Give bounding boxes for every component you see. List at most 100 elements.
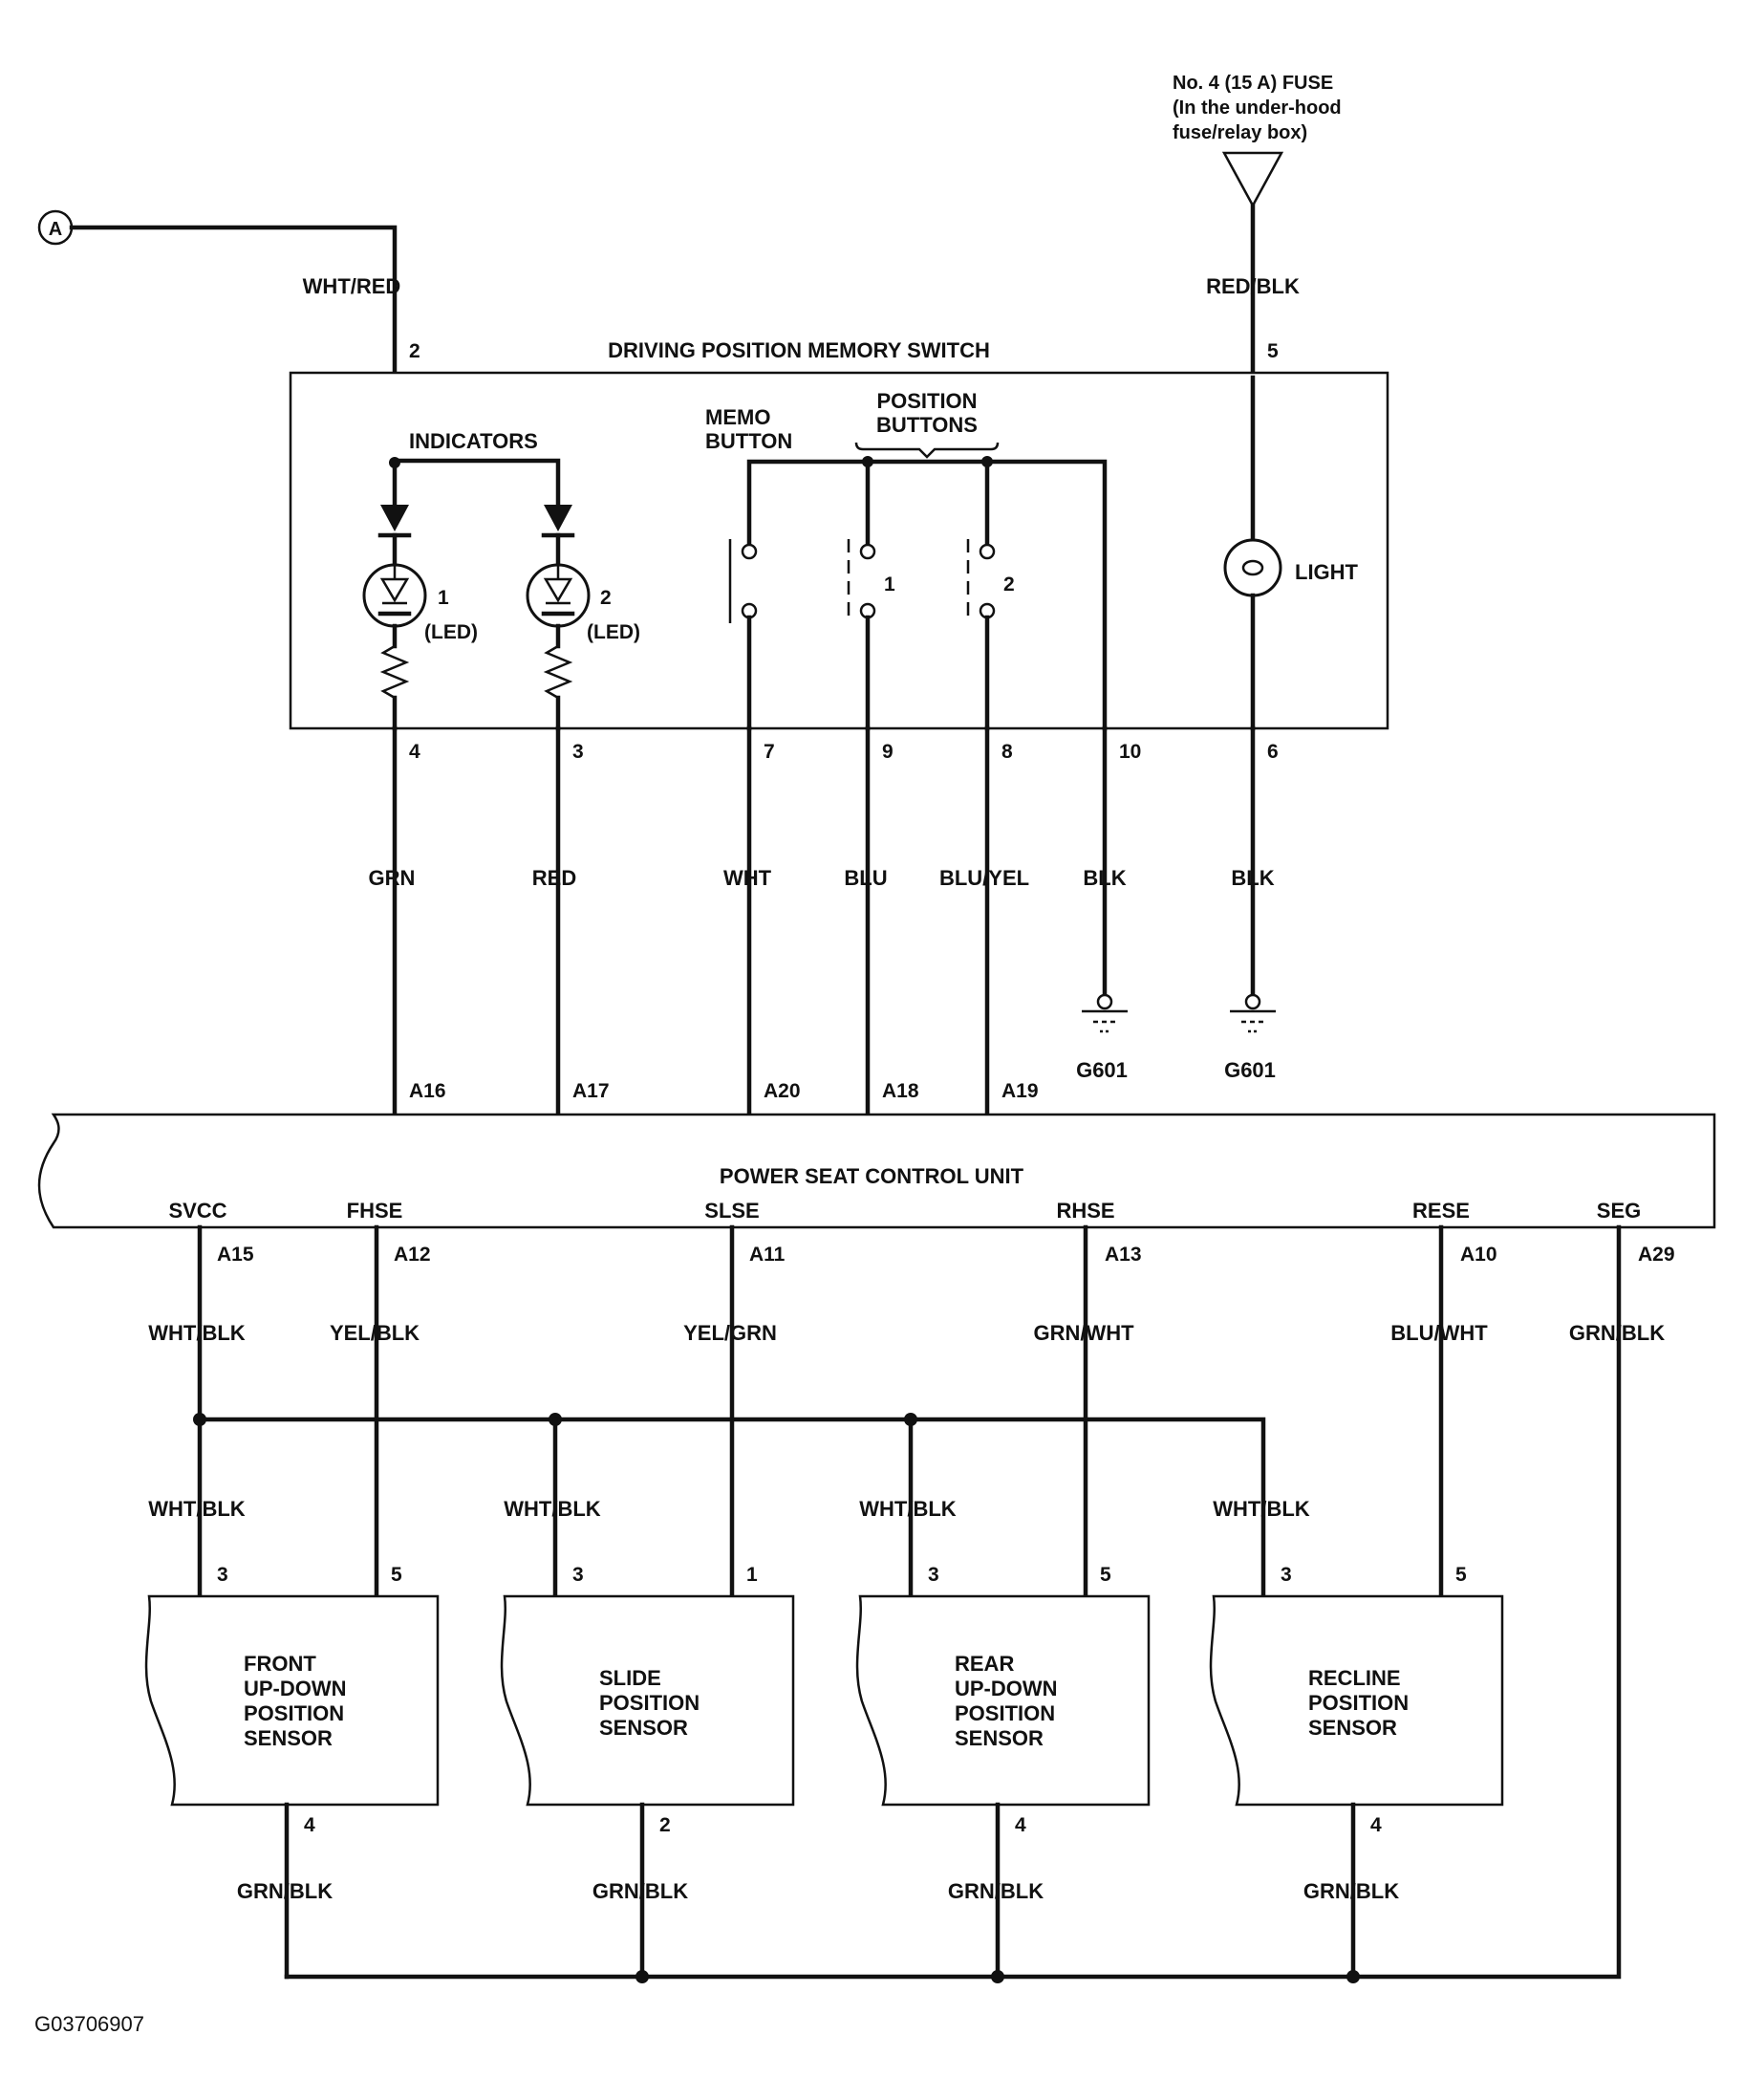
memory-switch-box [289,371,1389,730]
pscu-signal-seg: SEG [1597,1199,1641,1223]
sensor-3-line-1: REAR [955,1652,1014,1676]
wire-label-red-blk: RED/BLK [1206,274,1300,298]
sensor-1-pin-3: 3 [217,1564,228,1586]
wire-label-wht: WHT [723,866,772,890]
wire-button-bus [746,459,1108,731]
pscu-pin-a20: A20 [764,1080,801,1102]
wire-label-yel-grn: YEL/GRN [683,1321,777,1345]
indicators-label: INDICATORS [409,429,538,453]
pscu-pin-a18: A18 [882,1080,919,1102]
resistor-1-icon [379,644,410,700]
wire-label-grn-wht: GRN/WHT [1033,1321,1134,1345]
led-2-type: (LED) [587,621,640,643]
switch-pin-2: 2 [409,340,420,362]
pscu-signal-svcc: SVCC [168,1199,226,1223]
bulb-icon [1223,538,1282,597]
sensor-1-line-4: SENSOR [244,1726,333,1750]
wire-indicator-bus [392,458,561,508]
wire-label-blu: BLU [844,866,887,890]
switch-pin-4: 4 [409,741,420,763]
pscu-pin-a13: A13 [1105,1244,1142,1266]
junction-dot [193,1413,206,1426]
ground-icon [1230,993,1276,1033]
led-1 [362,458,427,731]
sensor-2-line-3: SENSOR [599,1716,688,1740]
wire-label-blu-yel: BLU/YEL [939,866,1029,890]
pscu-pin-a12: A12 [394,1244,431,1266]
connector-a-label: A [49,219,62,240]
wire-label-grn: GRN [369,866,416,890]
wire-label-branch-2: WHT/BLK [504,1497,601,1521]
sensor-1-line-1: FRONT [244,1652,316,1676]
wire-seg-ground-bus [284,1224,1622,1980]
position-brace [854,442,1000,459]
wire-label-branch-1: WHT/BLK [148,1497,246,1521]
pscu-title: POWER SEAT CONTROL UNIT [720,1164,1024,1188]
pscu-pin-a17: A17 [572,1080,610,1102]
rear-up-down-position-sensor: REAR UP-DOWN POSITION SENSOR [855,1594,1151,1807]
pscu-signal-rhse: RHSE [1056,1199,1114,1223]
ground-icon [1082,993,1128,1033]
pscu-pin-a11: A11 [749,1244,786,1266]
sensor-3-pin-3: 3 [928,1564,939,1586]
wire-label-red: RED [532,866,576,890]
position-label-2: BUTTONS [876,413,978,437]
sensor-4-line-3: SENSOR [1308,1716,1397,1740]
ground-label-1: G601 [1076,1058,1128,1082]
switch-pin-6: 6 [1267,741,1279,763]
fuse-label-line1: No. 4 (15 A) FUSE [1173,73,1333,94]
button-1-number: 1 [884,574,895,595]
led-1-number: 1 [438,587,449,609]
slide-position-sensor: SLIDE POSITION SENSOR [500,1594,795,1807]
sensor-2-pin-2: 2 [659,1814,671,1836]
memo-label-1: MEMO [705,405,770,429]
wire-label-grn-blk: GRN/BLK [1569,1321,1665,1345]
sensor-1-pin-5: 5 [391,1564,402,1586]
sensor-3-pin-5: 5 [1100,1564,1111,1586]
pscu-pin-a16: A16 [409,1080,446,1102]
wire-label-blk-1: BLK [1083,866,1126,890]
junction-dot [991,1970,1004,1983]
sensor-4-line-1: RECLINE [1308,1666,1401,1690]
light-bulb [1223,375,1282,731]
switch-pin-8: 8 [1001,741,1013,763]
front-up-down-position-sensor: FRONT UP-DOWN POSITION SENSOR [144,1594,440,1807]
pscu-signal-slse: SLSE [704,1199,759,1223]
sensor-4-pin-5: 5 [1455,1564,1467,1586]
resistor-2-icon [543,644,573,700]
switch-pin-5: 5 [1267,340,1279,362]
button-2-number: 2 [1003,574,1015,595]
sensor-1-line-2: UP-DOWN [244,1677,347,1700]
light-label: LIGHT [1295,560,1359,584]
sensor-4-pin-4: 4 [1370,1814,1382,1836]
sensor-3-pin-4: 4 [1015,1814,1026,1836]
switch-pin-10: 10 [1119,741,1141,763]
connector-a: A [37,209,74,246]
ground-label-2: G601 [1224,1058,1276,1082]
position-button-1-switch [847,459,876,731]
memo-label-2: BUTTON [705,429,792,453]
sensor-2-pin-3: 3 [572,1564,584,1586]
wire-label-blu-wht: BLU/WHT [1390,1321,1488,1345]
switch-title: DRIVING POSITION MEMORY SWITCH [608,338,990,362]
wire-label-wht-blk: WHT/BLK [148,1321,246,1345]
led-2 [526,505,591,731]
sensor-3-line-3: POSITION [955,1701,1055,1725]
junction-dot [1346,1970,1360,1983]
sensor-4-line-2: POSITION [1308,1691,1409,1715]
recline-position-sensor: RECLINE POSITION SENSOR [1209,1594,1504,1807]
wire-label-ground-4: GRN/BLK [1303,1879,1399,1903]
sensor-3-line-2: UP-DOWN [955,1677,1058,1700]
junction-dot [635,1970,649,1983]
sensor-2-line-1: SLIDE [599,1666,661,1690]
sensor-1-line-3: POSITION [244,1701,344,1725]
sensor-1-pin-4: 4 [304,1814,315,1836]
fuse-label-line3: fuse/relay box) [1173,122,1307,143]
pscu-signal-rese: RESE [1412,1199,1470,1223]
sensor-2-line-2: POSITION [599,1691,700,1715]
pscu-pin-a19: A19 [1001,1080,1039,1102]
switch-pin-3: 3 [572,741,584,763]
wire-label-yel-blk: YEL/BLK [330,1321,420,1345]
wire-label-branch-3: WHT/BLK [859,1497,957,1521]
